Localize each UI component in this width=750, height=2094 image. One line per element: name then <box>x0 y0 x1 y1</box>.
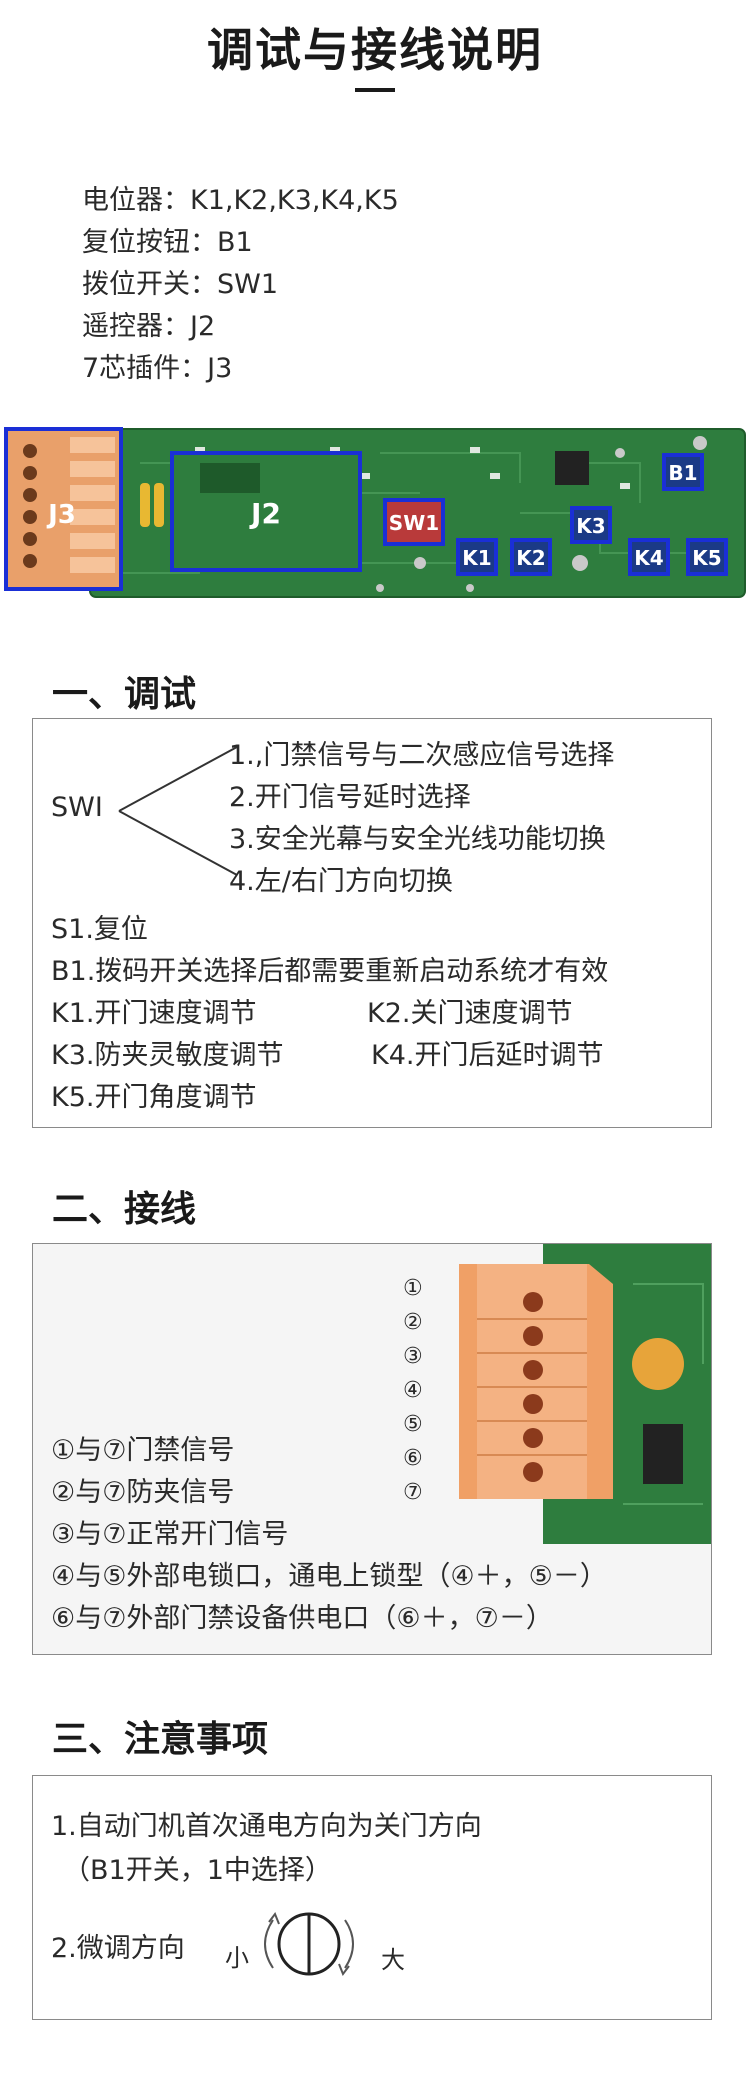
pin-label: ② <box>403 1310 423 1335</box>
sw1-highlight <box>383 498 445 546</box>
wiring-line: ①与⑦门禁信号 <box>51 1435 235 1466</box>
sw1-label: SW1 <box>389 511 439 535</box>
pcb-board-image: J3 J2 SW1 K1 K2 K3 K4 K5 B1 <box>0 423 750 601</box>
notes-panel: 1.自动门机首次通电方向为关门方向 （B1开关，1中选择） 2.微调方向 小 大 <box>32 1775 712 2020</box>
wiring-line: ⑥与⑦外部门禁设备供电口（⑥＋，⑦－） <box>51 1603 553 1634</box>
swi-option: 2.开门信号延时选择 <box>229 782 471 813</box>
connector-image <box>459 1244 711 1544</box>
j2-label: J2 <box>249 497 281 530</box>
ic-chip <box>555 451 589 485</box>
k5-note: K5.开门角度调节 <box>51 1082 257 1113</box>
wiring-line: ④与⑤外部电锁口，通电上锁型（④＋，⑤－） <box>51 1561 607 1592</box>
wiring-panel: ① ② ③ ④ ⑤ ⑥ ⑦ ①与⑦门禁信号 ②与⑦防夹信号 ③与⑦正常开门信号 … <box>32 1243 712 1655</box>
k1-note: K1.开门速度调节 <box>51 998 257 1029</box>
wiring-heading: 二、接线 <box>52 1189 197 1230</box>
note-line: 1.自动门机首次通电方向为关门方向 <box>51 1811 482 1842</box>
legend-item: 拨位开关：SW1 <box>82 269 279 300</box>
pin-label: ① <box>403 1276 423 1301</box>
pin-label: ⑤ <box>403 1412 423 1437</box>
swi-label: SWI <box>51 792 103 823</box>
swi-option: 1.,门禁信号与二次感应信号选择 <box>229 740 615 771</box>
rotation-dial-icon <box>264 1911 354 1977</box>
k2-note: K2.关门速度调节 <box>367 998 573 1029</box>
notes-heading: 三、注意事项 <box>52 1719 269 1760</box>
pin-label: ③ <box>403 1344 423 1369</box>
k4-note: K4.开门后延时调节 <box>371 1040 604 1071</box>
large-label: 大 <box>381 1946 405 1974</box>
k3-note: K3.防夹灵敏度调节 <box>51 1040 284 1071</box>
title-divider <box>355 88 395 92</box>
j3-label: J3 <box>46 500 76 530</box>
legend-item: 7芯插件：J3 <box>82 353 233 384</box>
pin-label: ⑥ <box>403 1446 423 1471</box>
debug-panel: SWI 1.,门禁信号与二次感应信号选择 2.开门信号延时选择 3.安全光幕与安… <box>32 718 712 1128</box>
note-line: 2.微调方向 <box>51 1933 185 1964</box>
wiring-line: ③与⑦正常开门信号 <box>51 1519 289 1550</box>
s1-note: S1.复位 <box>51 914 148 945</box>
b1-note: B1.拨码开关选择后都需要重新启动系统才有效 <box>51 956 609 987</box>
legend-item: 复位按钮：B1 <box>82 227 253 258</box>
note-line: （B1开关，1中选择） <box>63 1855 332 1886</box>
swi-branch-lines <box>118 746 238 876</box>
legend-item: 电位器：K1,K2,K3,K4,K5 <box>82 185 399 216</box>
pin-label: ⑦ <box>403 1480 423 1505</box>
page-title: 调试与接线说明 <box>207 23 543 77</box>
k3-label: K3 <box>576 514 605 538</box>
j3-highlight <box>4 427 123 591</box>
small-label: 小 <box>225 1944 249 1972</box>
swi-option: 4.左/右门方向切换 <box>229 866 453 897</box>
wiring-line: ②与⑦防夹信号 <box>51 1477 235 1508</box>
k5-label: K5 <box>692 546 721 570</box>
pin-label: ④ <box>403 1378 423 1403</box>
j2-highlight <box>170 451 362 572</box>
k1-label: K1 <box>462 546 491 570</box>
legend-item: 遥控器：J2 <box>82 311 216 342</box>
k4-label: K4 <box>634 546 663 570</box>
swi-option: 3.安全光幕与安全光线功能切换 <box>229 824 606 855</box>
debug-heading: 一、调试 <box>52 674 197 715</box>
k2-label: K2 <box>516 546 545 570</box>
component-legend: 电位器：K1,K2,K3,K4,K5 复位按钮：B1 拨位开关：SW1 遥控器：… <box>82 180 399 390</box>
b1-label: B1 <box>668 461 697 485</box>
